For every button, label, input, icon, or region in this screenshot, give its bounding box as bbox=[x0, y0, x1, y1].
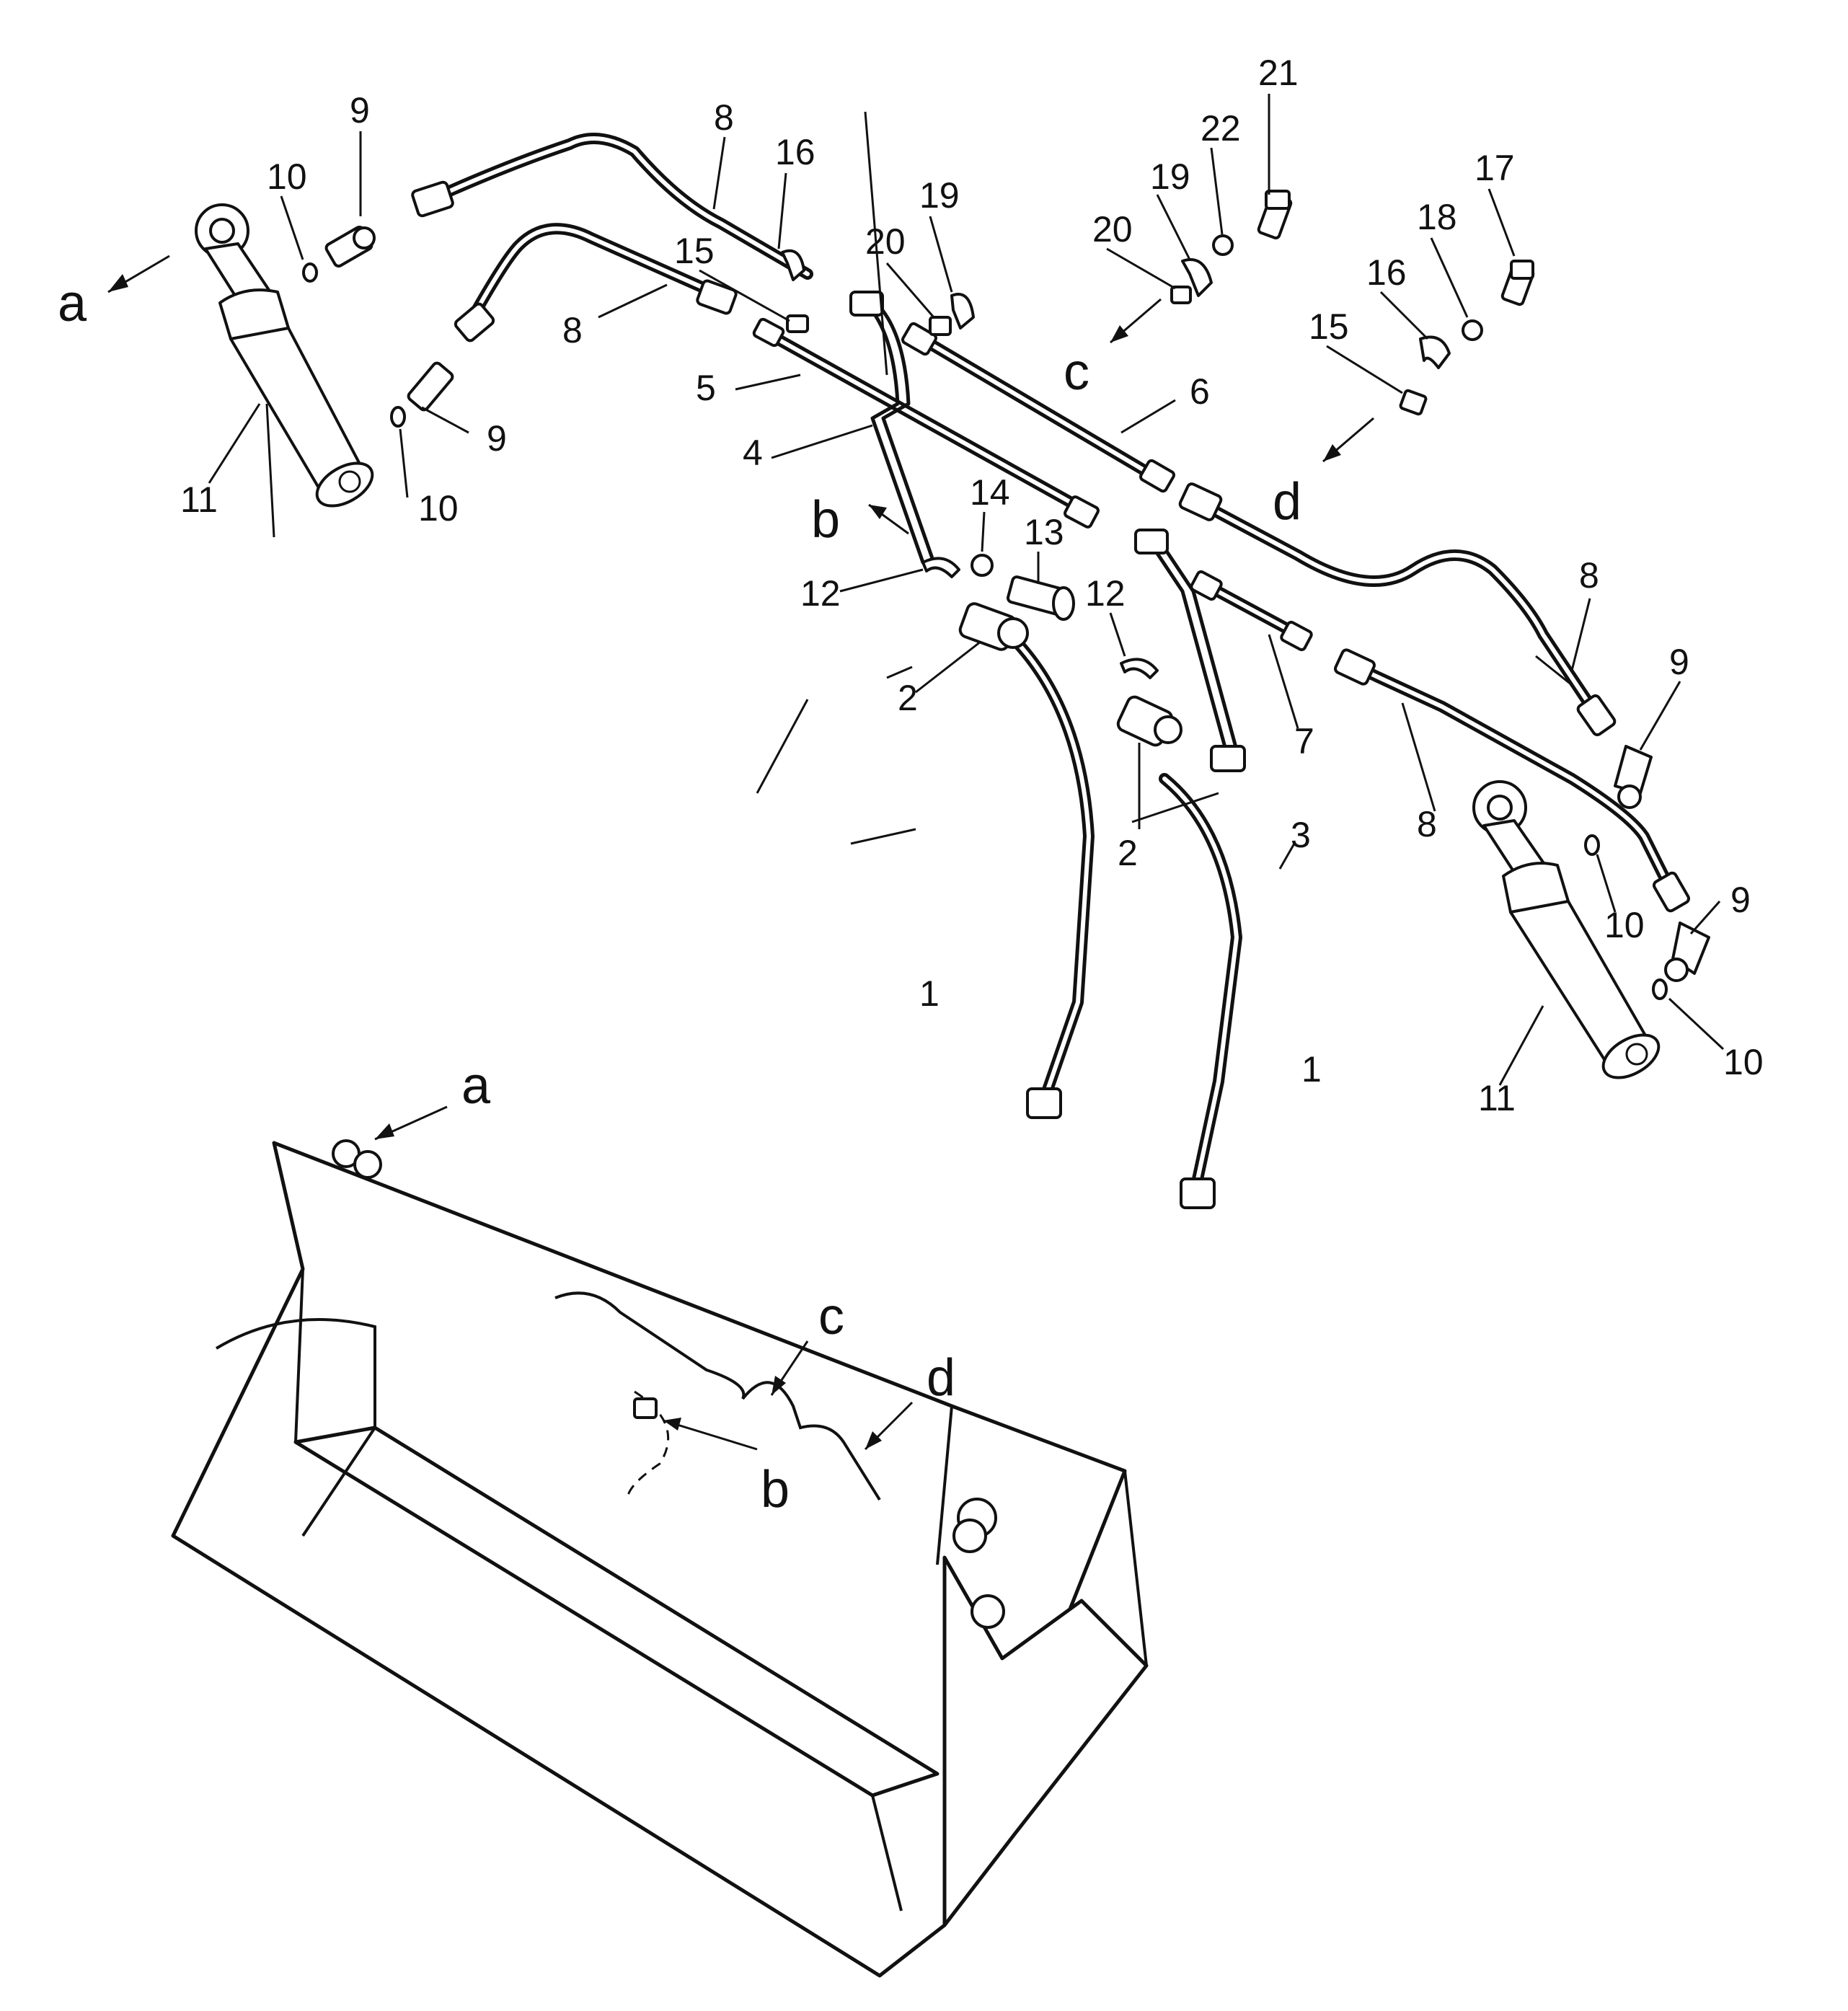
callout-19-left: 19 bbox=[919, 175, 960, 216]
plate-15-right bbox=[1399, 389, 1428, 416]
callout-leaders bbox=[208, 94, 1725, 1086]
o-ring-10-b bbox=[390, 406, 406, 428]
callout-2-left: 2 bbox=[898, 678, 918, 718]
view-letter-b-bucket: b bbox=[761, 1461, 790, 1519]
hidden-hose-line bbox=[626, 1390, 670, 1500]
callout-8-lower-left: 8 bbox=[562, 310, 583, 350]
o-ring-10-a bbox=[302, 262, 318, 283]
callout-10-lower-left: 10 bbox=[418, 488, 459, 529]
callout-9-lower-right: 9 bbox=[1730, 880, 1751, 920]
callout-15-right: 15 bbox=[1309, 306, 1349, 347]
tube-7 bbox=[1190, 570, 1313, 652]
fitting-b-bucket bbox=[633, 1397, 658, 1419]
callout-5: 5 bbox=[696, 368, 716, 408]
o-ring-10-c bbox=[1584, 834, 1600, 856]
callout-1-left: 1 bbox=[919, 973, 940, 1014]
callout-16-left: 16 bbox=[775, 132, 815, 172]
callout-22: 22 bbox=[1201, 108, 1241, 149]
callout-12-right: 12 bbox=[1085, 573, 1126, 614]
washer-18 bbox=[1462, 319, 1483, 341]
left-hydraulic-cylinder bbox=[195, 203, 374, 508]
callout-8-upper-right: 8 bbox=[1579, 555, 1599, 596]
callout-21: 21 bbox=[1258, 53, 1299, 93]
clamp-19-left bbox=[950, 293, 975, 330]
callout-17: 17 bbox=[1475, 148, 1515, 188]
callout-9-upper-right: 9 bbox=[1669, 642, 1689, 682]
callout-18: 18 bbox=[1417, 197, 1457, 237]
washer-14 bbox=[971, 554, 994, 577]
right-hydraulic-cylinder bbox=[1472, 780, 1661, 1079]
view-letter-d-top: d bbox=[1273, 473, 1301, 531]
callout-10-lower-right: 10 bbox=[1723, 1042, 1764, 1082]
tube-5 bbox=[752, 317, 1100, 529]
callout-9-lower-left: 9 bbox=[487, 418, 507, 459]
spacer-20-left bbox=[929, 316, 952, 336]
bucket-mount-bracket bbox=[332, 1139, 382, 1179]
upper-right-hose-8 bbox=[1178, 482, 1617, 737]
bolt-13 bbox=[1006, 575, 1075, 621]
washer-22 bbox=[1212, 234, 1234, 256]
callout-8-upper-left: 8 bbox=[714, 97, 734, 138]
elbow-2-right bbox=[1116, 695, 1182, 747]
callout-1-right: 1 bbox=[1301, 1049, 1322, 1090]
elbow-9-right-upper bbox=[1614, 745, 1653, 809]
clamp-12-left bbox=[921, 557, 960, 578]
callout-10-upper-left: 10 bbox=[267, 156, 307, 197]
tube-4 bbox=[849, 291, 936, 565]
bucket-cylinder-outline-right bbox=[741, 1381, 881, 1501]
callout-15-left: 15 bbox=[674, 231, 715, 271]
view-letter-a-bucket: a bbox=[461, 1057, 491, 1115]
callout-14: 14 bbox=[970, 472, 1010, 513]
callout-20-right: 20 bbox=[1092, 209, 1133, 249]
hose-1-right bbox=[1159, 773, 1242, 1209]
elbow-9-right-lower bbox=[1664, 921, 1710, 982]
elbow-9-left-lower bbox=[407, 361, 454, 412]
bucket-pivot-pin bbox=[952, 1498, 1005, 1629]
bucket-cylinder-outline-left bbox=[554, 1291, 746, 1400]
plate-15-left bbox=[786, 314, 809, 333]
callout-8-lower-right: 8 bbox=[1417, 804, 1437, 844]
callout-12-left: 12 bbox=[800, 573, 841, 614]
callout-4: 4 bbox=[743, 433, 763, 473]
view-arrows bbox=[107, 255, 1374, 1451]
callout-16-right: 16 bbox=[1366, 252, 1407, 293]
loader-bucket bbox=[171, 1139, 1149, 1978]
clamp-16-right bbox=[1419, 335, 1451, 369]
tube-6 bbox=[901, 322, 1175, 493]
lower-right-hose-8 bbox=[1334, 648, 1691, 913]
callout-numbers: 1 1 2 2 3 4 5 6 7 8 8 8 8 9 9 9 9 10 10 … bbox=[180, 53, 1764, 1118]
clamp-16-left bbox=[781, 249, 805, 281]
view-letters: a b c d a b c d bbox=[58, 275, 1301, 1519]
spacer-20-right bbox=[1170, 286, 1192, 304]
bolt-17 bbox=[1500, 260, 1535, 306]
callout-20-left: 20 bbox=[865, 221, 906, 262]
upper-left-hose-8 bbox=[411, 133, 813, 280]
view-letter-b-top: b bbox=[811, 491, 840, 549]
hose-1-left bbox=[1004, 629, 1095, 1119]
callout-2-right: 2 bbox=[1118, 833, 1138, 873]
callout-6: 6 bbox=[1190, 371, 1210, 412]
elbow-9-left-upper bbox=[324, 225, 376, 268]
clamp-12-right bbox=[1120, 658, 1159, 679]
callout-11-left: 11 bbox=[180, 479, 218, 520]
o-ring-10-d bbox=[1652, 978, 1668, 1000]
view-letter-d-bucket: d bbox=[927, 1349, 955, 1407]
bolt-21 bbox=[1257, 190, 1293, 240]
view-letter-c-top: c bbox=[1064, 343, 1089, 401]
clamp-19-right bbox=[1181, 258, 1213, 297]
callout-9-upper-left: 9 bbox=[350, 90, 370, 131]
view-letter-c-bucket: c bbox=[818, 1288, 844, 1345]
elbow-2-left bbox=[958, 602, 1029, 651]
leader-lines bbox=[265, 111, 1573, 870]
callout-3: 3 bbox=[1291, 815, 1311, 855]
callout-13: 13 bbox=[1024, 512, 1064, 552]
tube-3 bbox=[1134, 529, 1246, 772]
callout-19-right: 19 bbox=[1150, 156, 1190, 197]
callout-10-upper-right: 10 bbox=[1604, 905, 1645, 945]
callout-11-right: 11 bbox=[1478, 1078, 1516, 1118]
view-letter-a-top: a bbox=[58, 275, 87, 332]
lower-left-hose-8 bbox=[454, 223, 738, 342]
